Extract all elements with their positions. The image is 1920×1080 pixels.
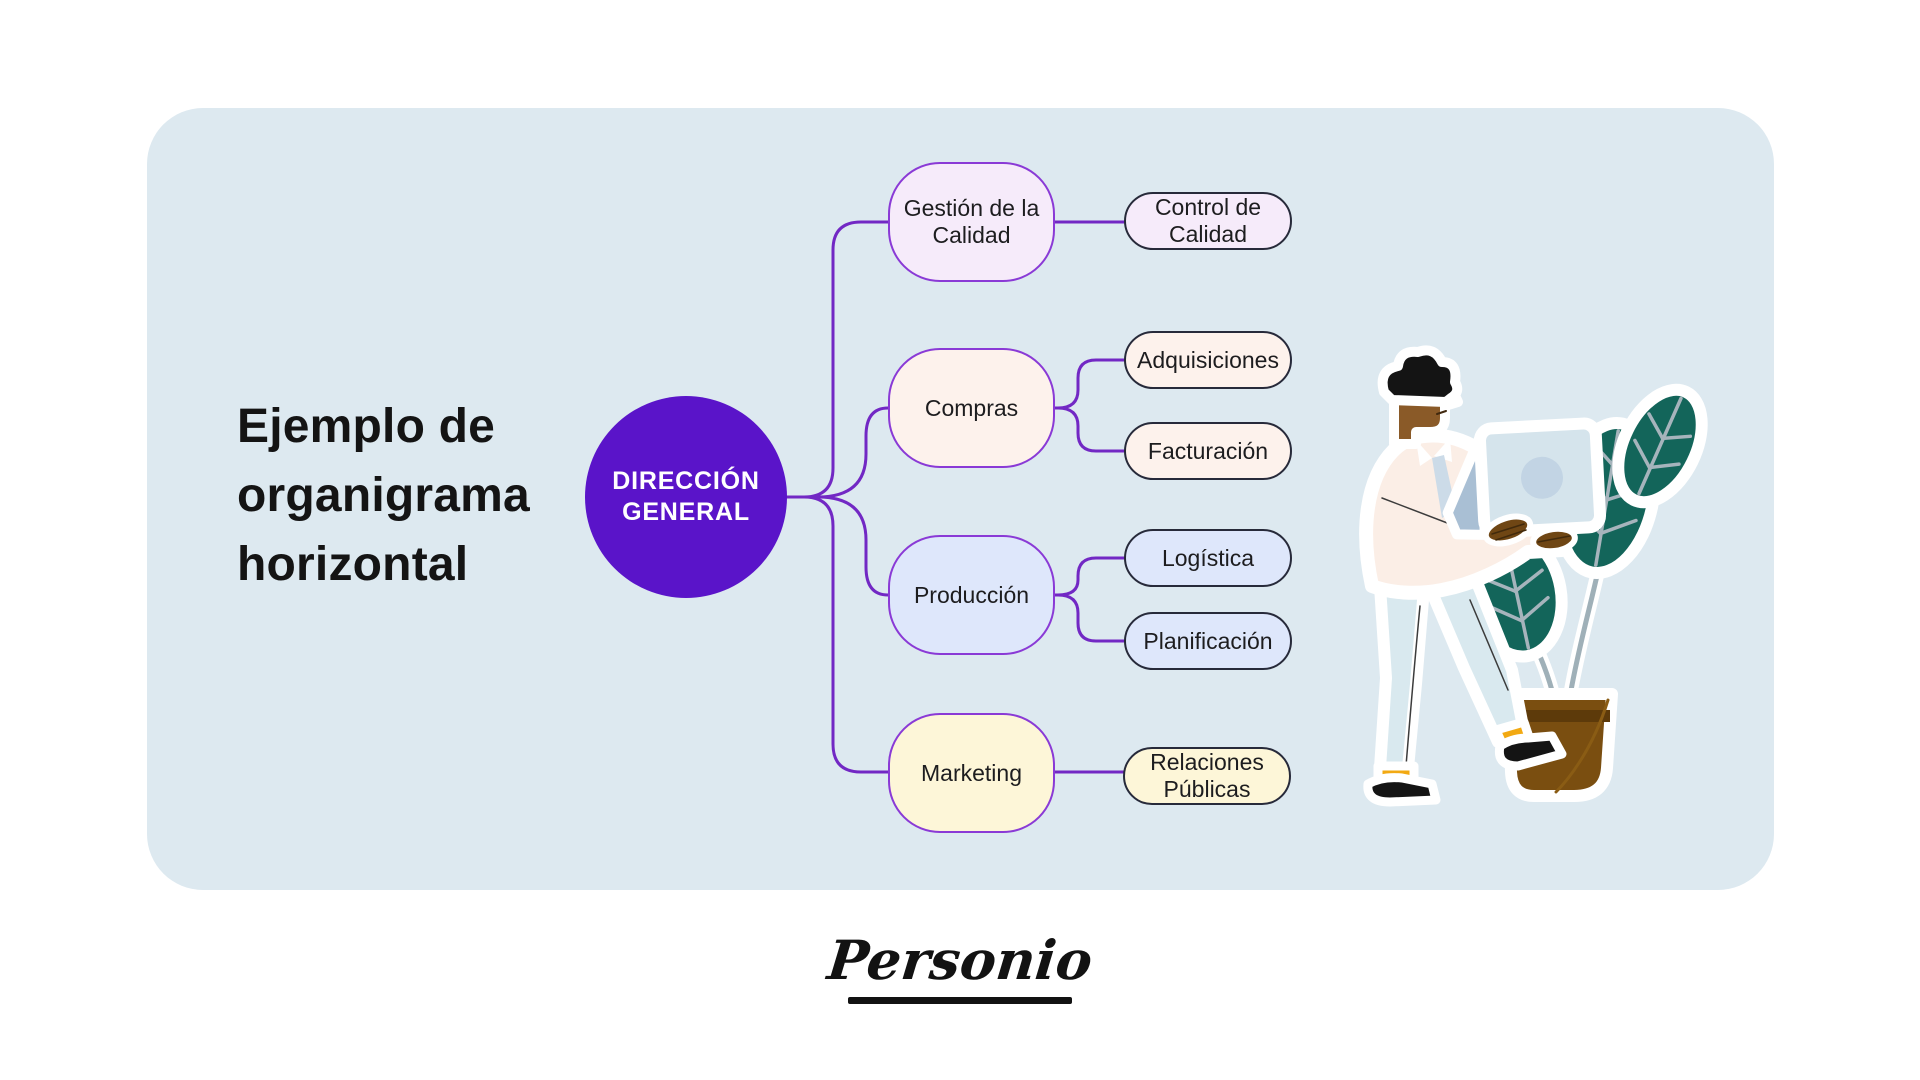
node-label: Producción [913, 581, 1030, 608]
node-logistica: Logística [1124, 529, 1292, 587]
node-label: Logística [1161, 544, 1255, 571]
node-produccion: Producción [888, 535, 1055, 655]
node-control-de-calidad: Control de Calidad [1124, 192, 1292, 250]
root-label-line: DIRECCIÓN [612, 467, 760, 495]
personio-logo-text: Personio [824, 928, 1096, 992]
title-line: organigrama [237, 469, 530, 522]
personio-logo: Personio [0, 928, 1920, 1004]
node-adquisiciones: Adquisiciones [1124, 331, 1292, 389]
node-planificacion: Planificación [1124, 612, 1292, 670]
node-label: Marketing [921, 759, 1022, 786]
node-relaciones-publicas: Relaciones Públicas [1123, 747, 1291, 805]
node-label: Control de Calidad [1154, 194, 1262, 247]
node-direccion-general: DIRECCIÓN GENERAL [585, 396, 787, 598]
page-title: Ejemplo de organigrama horizontal [237, 392, 530, 599]
personio-logo-underline [848, 997, 1072, 1004]
node-label: Facturación [1147, 437, 1269, 464]
node-label: Planificación [1143, 627, 1273, 654]
title-line: horizontal [237, 538, 469, 591]
title-line: Ejemplo de [237, 400, 496, 453]
root-label-line: GENERAL [622, 498, 750, 526]
node-compras: Compras [888, 348, 1055, 468]
node-gestion-de-la-calidad: Gestión de la Calidad [888, 162, 1055, 282]
node-label: Relaciones Públicas [1150, 749, 1264, 802]
node-marketing: Marketing [888, 713, 1055, 833]
person-with-laptop-and-plant-illustration [1359, 345, 1708, 807]
node-facturacion: Facturación [1124, 422, 1292, 480]
node-label: Compras [924, 394, 1019, 421]
node-label: Adquisiciones [1137, 346, 1279, 373]
node-label: Gestión de la Calidad [903, 195, 1040, 248]
